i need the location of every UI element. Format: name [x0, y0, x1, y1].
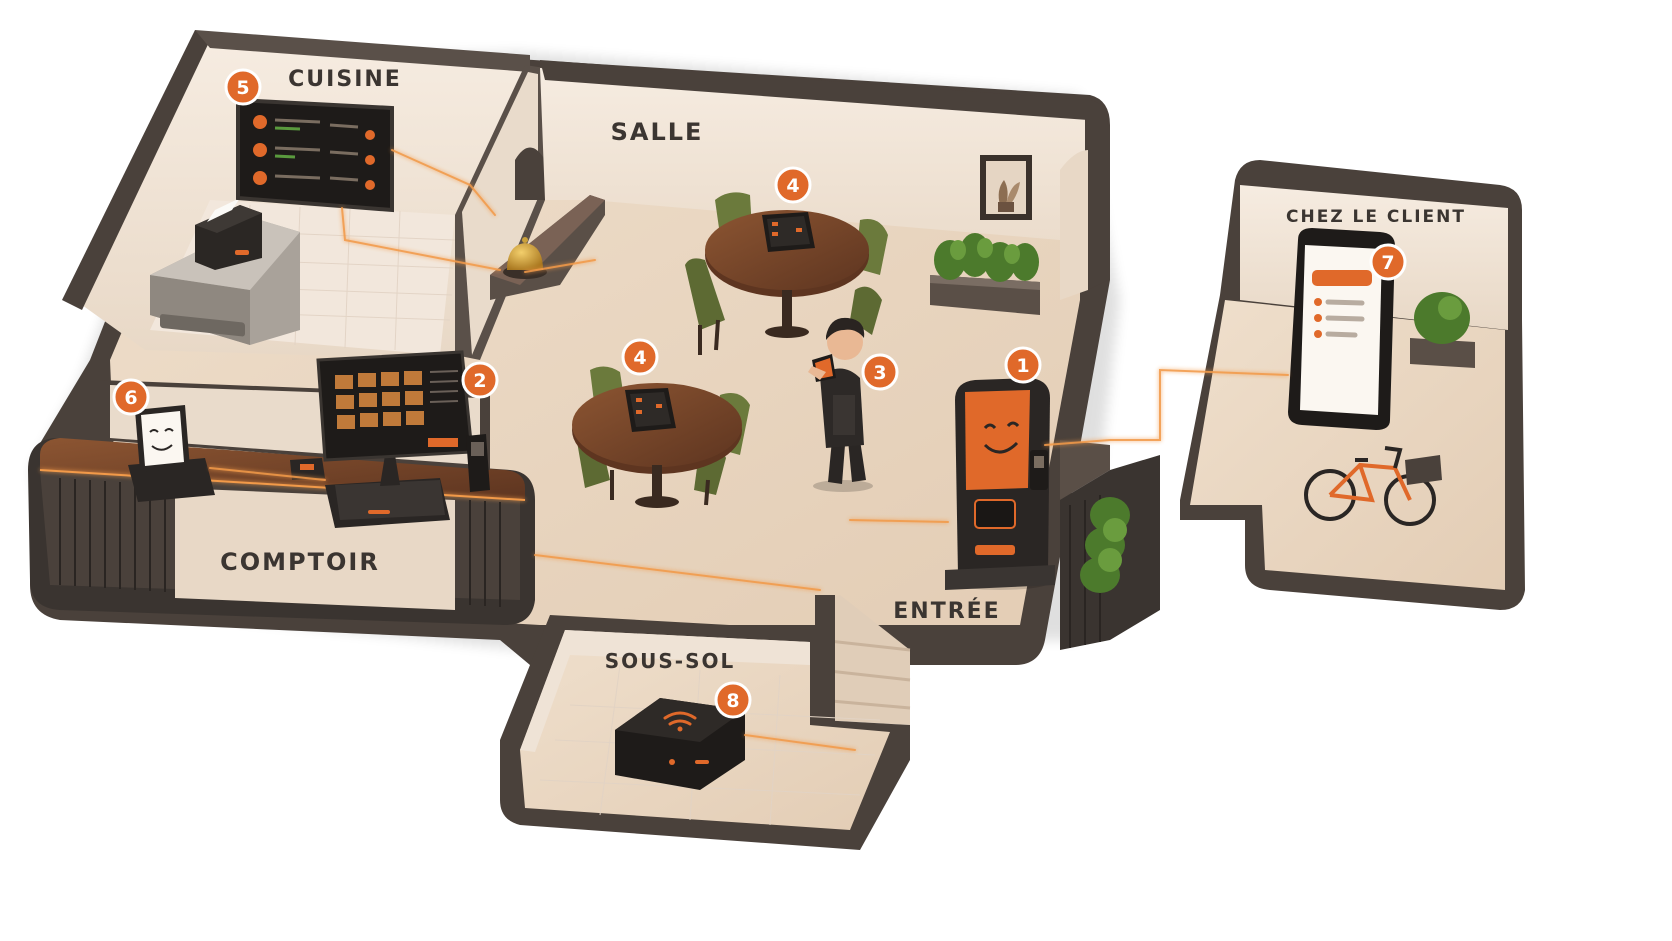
kiosk-icon — [945, 378, 1055, 590]
delivery-box — [1405, 455, 1442, 485]
marker-router: 8 — [714, 681, 752, 719]
marker-pos-terminal: 2 — [461, 361, 499, 399]
table-front — [572, 366, 750, 508]
marker-kiosk: 1 — [1004, 346, 1042, 384]
plant-icon — [1410, 292, 1475, 368]
marker-customer-phone-label: 7 — [1381, 252, 1394, 274]
zone-label-entree: ENTRÉE — [893, 598, 1000, 624]
zone-label-comptoir: COMPTOIR — [220, 548, 380, 576]
router-icon — [615, 698, 745, 790]
counter-zone — [28, 350, 535, 625]
dining-zone — [490, 60, 1108, 590]
plant-icon — [930, 233, 1040, 315]
marker-customer-display: 6 — [112, 378, 150, 416]
marker-customer-display-label: 6 — [124, 387, 137, 409]
plant-icon — [1080, 497, 1130, 593]
marker-pos-terminal-label: 2 — [473, 370, 486, 392]
entrance-zone — [815, 440, 1160, 725]
smartphone-icon — [1288, 228, 1395, 430]
numbered-markers: 1 2 3 4 4 5 6 7 — [112, 68, 1407, 719]
customer-display — [128, 405, 215, 502]
marker-waiter-handheld-label: 3 — [873, 362, 886, 384]
waiter-icon — [808, 317, 873, 492]
pos-terminal — [290, 350, 490, 528]
bell-icon — [503, 237, 547, 279]
marker-router-label: 8 — [726, 690, 739, 712]
zone-labels: CUISINE SALLE COMPTOIR ENTRÉE SOUS-SOL C… — [220, 67, 1466, 673]
zone-label-cuisine: CUISINE — [288, 67, 402, 92]
zone-label-salle: SALLE — [611, 118, 704, 146]
zone-label-sous-sol: SOUS-SOL — [605, 649, 736, 673]
kitchen-display-screen — [236, 97, 394, 213]
receipt-printer-icon — [195, 198, 262, 270]
zone-label-chez-le-client: CHEZ LE CLIENT — [1286, 207, 1466, 227]
marker-kitchen-display: 5 — [224, 68, 262, 106]
marker-table-tablet-front-label: 4 — [633, 347, 646, 369]
marker-customer-phone: 7 — [1369, 243, 1407, 281]
marker-kitchen-display-label: 5 — [236, 77, 249, 99]
kitchen-zone — [62, 30, 545, 360]
marker-waiter-handheld: 3 — [861, 353, 899, 391]
customer-home-zone — [1180, 160, 1525, 610]
marker-table-tablet-front: 4 — [621, 338, 659, 376]
wifi-icon — [663, 711, 697, 726]
network-connections — [209, 149, 1289, 751]
marker-table-tablet-back-label: 4 — [786, 175, 799, 197]
marker-kiosk-label: 1 — [1016, 355, 1029, 377]
picture-frame-icon — [980, 155, 1032, 220]
table-back — [685, 192, 888, 355]
marker-table-tablet-back: 4 — [774, 166, 812, 204]
basement-zone — [500, 615, 910, 850]
